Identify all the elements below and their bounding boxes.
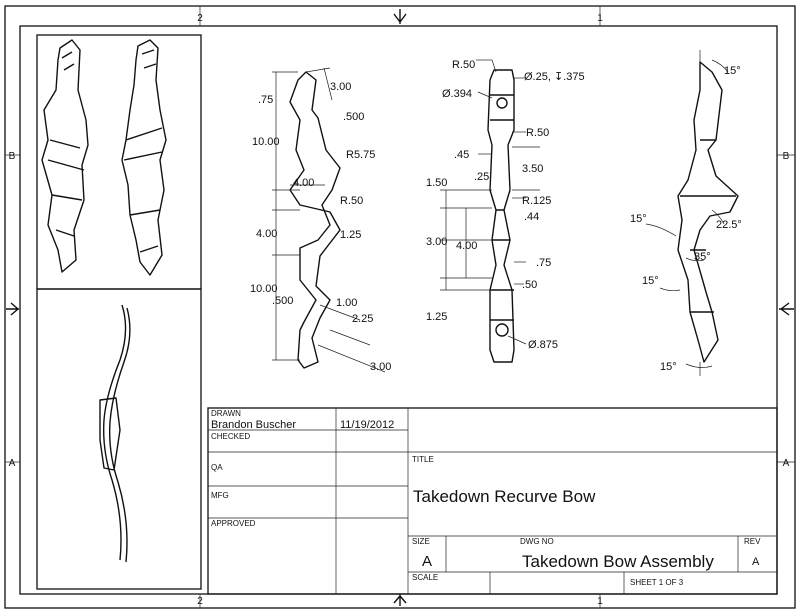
profile-view: .75 3.00 .500 10.00 R5.75 4.00 R.50 4.00… [250,67,391,373]
size-label: SIZE [412,537,430,546]
riser-angle-profile [677,61,739,363]
dim-hole-025: Ø.25, ↧.375 [524,71,585,83]
zone-right-a: A [783,458,790,469]
angle-35: 35° [694,251,711,263]
approved-label: APPROVED [211,519,256,528]
drawn-by: Brandon Buscher [211,419,296,431]
angle-15-left: 15° [630,213,647,225]
checked-label: CHECKED [211,432,250,441]
dim-10-00-bottom: 10.00 [250,283,278,295]
dim-2-25: 2.25 [352,313,373,325]
zone-left-b: B [9,151,16,162]
dim-hole-0394: Ø.394 [442,88,472,100]
zone-bottom-1: 1 [597,596,603,607]
dim-4-00-height: 4.00 [256,228,277,240]
dim-0-45: .45 [454,149,469,161]
centering-arrows [6,9,794,606]
size-value: A [422,553,432,570]
dim-0-500-bottom: .500 [272,295,293,307]
dim-0-25: .25 [474,171,489,183]
zone-top-2: 2 [197,13,203,24]
front-dimension-lines [440,59,540,345]
rev-label: REV [744,537,761,546]
dim-4-00-width: 4.00 [293,177,314,189]
mfg-label: MFG [211,491,229,500]
bow-assembly-iso [99,304,131,563]
dim-0-500-top: .500 [343,111,364,123]
zone-left-a: A [9,458,16,469]
riser-front [487,69,515,363]
dim-3-00-bottom: 3.00 [370,361,391,373]
angle-15-top: 15° [724,65,741,77]
title-label: TITLE [412,455,434,464]
scale-label: SCALE [412,573,438,582]
angle-view: 15° 15° 22.5° 35° 15° 15° [630,50,742,376]
dim-0-75: .75 [258,94,273,106]
front-view: R.50 Ø.25, ↧.375 Ø.394 R.50 .45 3.50 .25… [426,59,585,363]
dim-0-44: .44 [524,211,539,223]
angle-15-bottom: 15° [660,361,677,373]
dim-r5-75: R5.75 [346,149,375,161]
angle-arcs [645,50,729,376]
drawn-date: 11/19/2012 [340,419,394,431]
riser-iso-right [121,39,167,276]
sheet-number: SHEET 1 OF 3 [630,578,684,587]
profile-dimension-lines [272,67,386,373]
zone-top-1: 1 [597,13,603,24]
outer-border [4,5,796,609]
dim-1-25-front: 1.25 [426,311,447,323]
zone-ticks [5,6,795,608]
dim-r-50-profile: R.50 [340,195,363,207]
dim-1-25-profile: 1.25 [340,229,361,241]
qa-label: QA [211,463,223,472]
drawn-label: DRAWN [211,409,241,418]
zone-bottom-2: 2 [197,596,203,607]
drawing-title: Takedown Recurve Bow [413,487,596,506]
dim-3-00-top: 3.00 [330,81,351,93]
riser-profile [289,71,341,369]
dim-r-125: R.125 [522,195,551,207]
dim-hole-0875: Ø.875 [528,339,558,351]
zone-right-b: B [783,151,790,162]
title-block: DRAWN Brandon Buscher 11/19/2012 CHECKED… [207,407,778,595]
dwg-no-label: DWG NO [520,537,554,546]
front-hole-bottom [495,323,509,337]
isometric-view-panel [36,34,202,590]
front-hole-top [496,97,508,109]
dim-1-50: 1.50 [426,177,447,189]
dim-3-50: 3.50 [522,163,543,175]
angle-15-mid: 15° [642,275,659,287]
dim-3-00-front: 3.00 [426,236,447,248]
dim-4-00-front: 4.00 [456,240,477,252]
dim-0-75-front: .75 [536,257,551,269]
riser-iso-left [41,39,89,273]
dim-1-00: 1.00 [336,297,357,309]
angle-22-5: 22.5° [716,219,742,231]
dim-10-00-top: 10.00 [252,136,280,148]
inner-border [19,25,778,595]
dim-r-50-top: R.50 [452,59,475,71]
dwg-no-value: Takedown Bow Assembly [522,552,714,571]
dim-0-50-front: .50 [522,279,537,291]
rev-value: A [752,556,760,568]
dim-r-50-mid: R.50 [526,127,549,139]
